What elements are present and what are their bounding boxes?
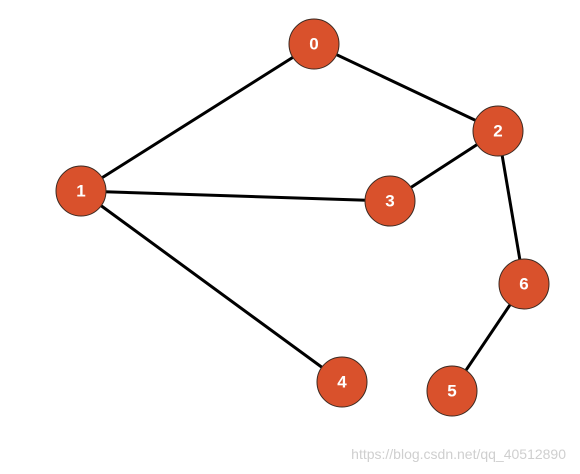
node-circle-1 (55, 165, 107, 217)
node-label-4: 4 (337, 372, 347, 391)
node-0: 0 (288, 18, 340, 70)
node-label-3: 3 (385, 191, 394, 210)
edge-1-3 (79, 189, 392, 203)
node-circle-5 (426, 365, 478, 417)
edge-0-2 (312, 42, 500, 133)
edge-2-6 (496, 129, 526, 286)
node-label-1: 1 (76, 181, 85, 200)
edges-layer (79, 42, 526, 393)
node-2: 2 (472, 105, 524, 157)
node-label-6: 6 (519, 274, 528, 293)
node-5: 5 (426, 365, 478, 417)
nodes-layer: 0 1 2 3 4 5 6 (55, 18, 550, 417)
node-6: 6 (498, 258, 550, 310)
edge-0-1 (79, 42, 316, 193)
watermark-text: https://blog.csdn.net/qq_40512890 (351, 446, 566, 462)
node-4: 4 (316, 356, 368, 408)
node-circle-3 (364, 175, 416, 227)
node-1: 1 (55, 165, 107, 217)
node-label-0: 0 (309, 34, 318, 53)
node-circle-6 (498, 258, 550, 310)
node-circle-4 (316, 356, 368, 408)
node-label-2: 2 (493, 121, 502, 140)
node-3: 3 (364, 175, 416, 227)
node-label-5: 5 (447, 381, 456, 400)
node-circle-0 (288, 18, 340, 70)
edge-1-4 (79, 189, 344, 384)
node-circle-2 (472, 105, 524, 157)
